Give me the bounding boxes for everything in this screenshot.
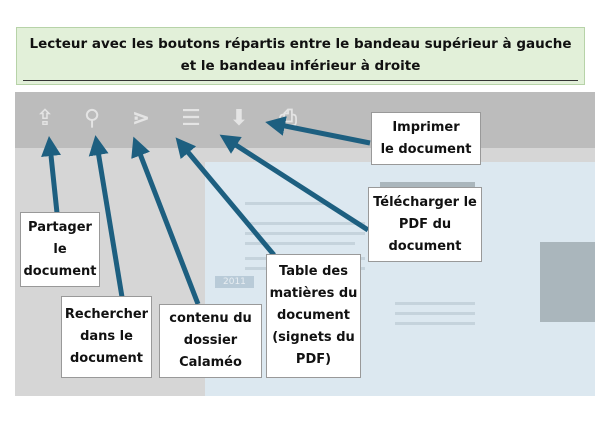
callout-text: document xyxy=(388,238,462,254)
callout-text: Télécharger le xyxy=(373,194,477,210)
callout-share: Partager le document xyxy=(20,212,100,287)
callout-search: Rechercher dans le document xyxy=(61,296,152,378)
callout-toc: Table des matières du document (signets … xyxy=(266,254,361,378)
callout-text: (signets du xyxy=(272,330,355,345)
arrow-download xyxy=(219,134,370,233)
callout-text: Rechercher xyxy=(64,307,149,322)
callout-text: le xyxy=(53,241,67,257)
table-of-contents-icon[interactable]: ☰ xyxy=(181,106,201,131)
callout-text: Partager xyxy=(28,219,92,235)
title-line-1: Lecteur avec les boutons répartis entre … xyxy=(29,36,572,52)
callout-text: document xyxy=(69,351,144,366)
page-title-banner: Lecteur avec les boutons répartis entre … xyxy=(16,27,585,85)
callout-text: PDF) xyxy=(295,352,332,367)
year-badge: 2011 xyxy=(215,276,254,288)
callout-text: le document xyxy=(380,141,472,157)
arrow-search xyxy=(88,135,125,298)
callout-text: Calaméo xyxy=(179,355,242,370)
callout-text: document xyxy=(276,308,350,323)
arrow-print xyxy=(265,116,371,146)
search-icon[interactable]: ⚲ xyxy=(83,106,101,131)
share-icon[interactable]: ⇪ xyxy=(35,106,55,131)
callout-text: contenu du xyxy=(169,311,252,326)
callout-download: Télécharger le PDF du document xyxy=(368,187,482,262)
callout-print: Imprimer le document xyxy=(371,112,481,165)
callout-text: dossier xyxy=(183,333,238,348)
callout-content: contenu du dossier Calaméo xyxy=(159,304,262,378)
callout-text: matières du xyxy=(269,286,358,301)
callout-text: Table des xyxy=(279,264,348,279)
callout-text: PDF du xyxy=(398,216,452,232)
callout-text: dans le xyxy=(80,329,133,344)
arrow-toc xyxy=(175,137,276,257)
callout-text: document xyxy=(23,263,97,279)
arrow-content xyxy=(131,136,201,305)
title-line-2: et le bandeau inférieur à droite xyxy=(180,58,421,74)
arrow-share xyxy=(41,136,61,214)
reader-toolbar: ⇪ ⚲ ⋗ ☰ ⬇ ⎙ xyxy=(15,92,595,148)
callout-text: Imprimer xyxy=(392,119,460,135)
divider xyxy=(23,80,578,81)
folder-content-icon[interactable]: ⋗ xyxy=(131,106,151,131)
download-icon[interactable]: ⬇ xyxy=(229,106,249,131)
